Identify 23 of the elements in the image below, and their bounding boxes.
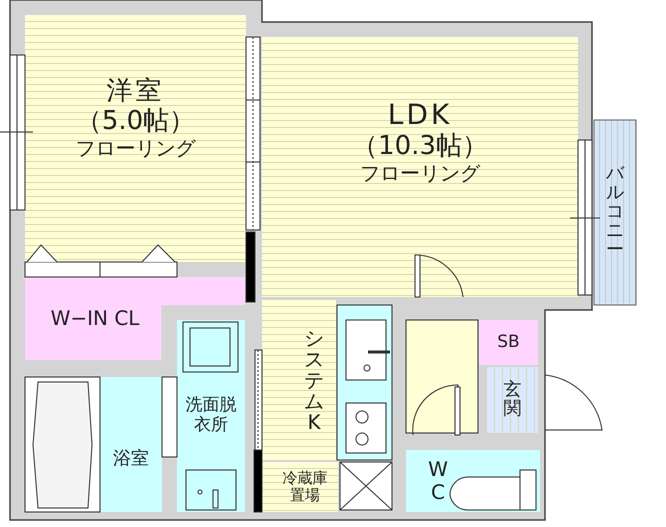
entrance-area <box>487 367 538 433</box>
storage-area <box>479 320 538 365</box>
room-label: LDK <box>388 99 452 132</box>
room-label: システムK <box>303 328 325 432</box>
room-label: 玄関 <box>502 381 522 419</box>
room-label: W−IN CL <box>50 307 140 330</box>
room-label: 浴室 <box>113 449 149 470</box>
room-label: フローリング <box>76 136 196 160</box>
kitchen-floor <box>262 300 336 460</box>
room-label: （10.3帖） <box>352 132 488 162</box>
fridge-space <box>262 462 338 512</box>
room-label: バルコニー <box>605 165 625 260</box>
bathroom-area <box>100 377 162 512</box>
balcony-area <box>594 120 636 305</box>
room-label: （5.0帖） <box>76 107 196 137</box>
room-label: WC <box>428 458 448 504</box>
room-label: 洗面脱衣所 <box>184 396 238 436</box>
room-label: SB <box>497 332 520 352</box>
room-label: 冷蔵庫置場 <box>282 470 328 504</box>
room-area <box>25 15 246 262</box>
room-area <box>262 37 578 297</box>
room-label: フローリング <box>360 162 480 185</box>
room-label: 洋室 <box>106 77 164 107</box>
